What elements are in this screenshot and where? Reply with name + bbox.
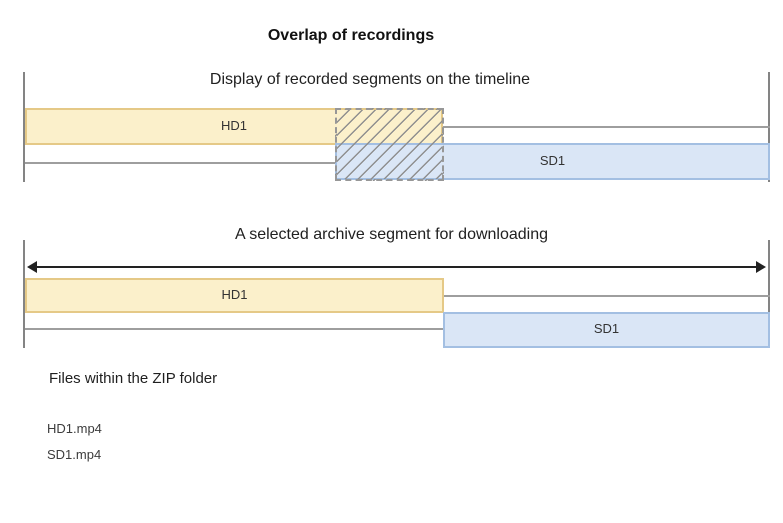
overlap-diagram-subtitle: Display of recorded segments on the time… — [209, 71, 531, 88]
hd1-track-line — [443, 126, 770, 128]
zip-file-list: HD1.mp4 SD1.mp4 — [47, 416, 102, 468]
sd1-track-line — [25, 328, 443, 330]
sd1-bar-label: SD1 — [539, 153, 566, 168]
hd1-segment-bar — [25, 278, 444, 313]
arrow-right-head-icon — [756, 261, 766, 273]
hd1-bar-label: HD1 — [221, 287, 248, 302]
arrow-left-head-icon — [27, 261, 37, 273]
hd1-track-line — [444, 295, 770, 297]
selection-arrow-line — [34, 266, 759, 268]
selected-segment-subtitle: A selected archive segment for downloadi… — [234, 226, 549, 243]
zip-files-heading: Files within the ZIP folder — [49, 370, 218, 387]
zip-file-item: HD1.mp4 — [47, 421, 102, 436]
sd1-bar-label: SD1 — [593, 321, 620, 336]
sd1-segment-bar — [443, 312, 770, 348]
zip-file-item: SD1.mp4 — [47, 447, 102, 462]
overlap-timeline-frame: HD1 SD1 — [23, 72, 770, 182]
selected-timeline-frame: HD1 SD1 — [23, 240, 770, 348]
overlap-hatch-region — [335, 108, 444, 181]
sd1-track-line — [25, 162, 335, 164]
hd1-bar-label: HD1 — [220, 118, 247, 133]
page-title: Overlap of recordings — [267, 27, 435, 44]
